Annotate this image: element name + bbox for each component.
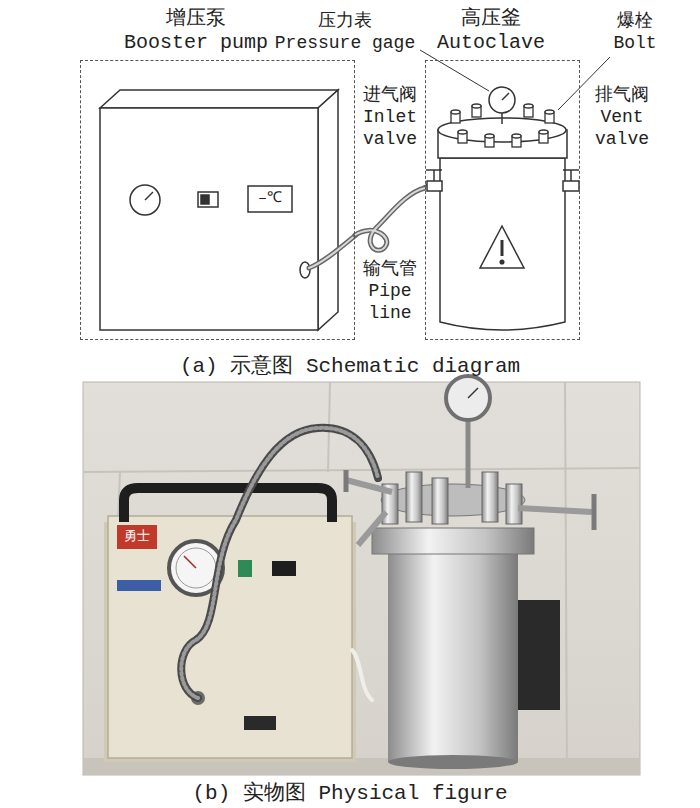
- part-label: 输气管 Pipe line: [358, 258, 422, 324]
- photo-autoclave: [446, 376, 490, 420]
- photo-autoclave: [346, 376, 594, 769]
- photo-pump: [176, 548, 216, 588]
- inlet-valve: [426, 170, 442, 191]
- figure-caption: (b) 实物图 Physical figure: [192, 781, 507, 807]
- photo-autoclave: [381, 484, 525, 516]
- photo-hose: [181, 428, 378, 698]
- pump-gauge: [145, 192, 153, 200]
- bolt: [524, 104, 533, 108]
- pump-gauge: [130, 185, 160, 215]
- photo-autoclave: [482, 472, 498, 522]
- warning-sign: [500, 260, 504, 264]
- pump-switch: [201, 195, 209, 204]
- brand-label: 勇士: [117, 527, 157, 547]
- photo-autoclave: [506, 484, 522, 524]
- photo-background: [83, 468, 640, 472]
- autoclave-region: 高压釜 Autoclave: [425, 60, 580, 340]
- photo-autoclave: [432, 478, 448, 524]
- pump-switch: [198, 192, 218, 207]
- part-label: 排气阀 Vent valve: [590, 84, 654, 150]
- photo-pump: [272, 561, 296, 576]
- bolt: [485, 134, 494, 138]
- photo-autoclave: [466, 420, 471, 488]
- display-reading: –℃: [250, 188, 290, 210]
- photo-hose: [181, 428, 378, 700]
- photo-autoclave: [372, 528, 534, 554]
- photo-background: [565, 382, 567, 775]
- photo-pump: [184, 556, 196, 568]
- part-label: 进气阀 Inlet valve: [358, 84, 422, 150]
- pressure-gauge: [501, 113, 503, 124]
- pipe-line: [309, 186, 428, 268]
- pipe-connector: [355, 188, 425, 250]
- part-label: 爆栓 Bolt: [607, 10, 663, 54]
- vent-valve: [570, 170, 572, 181]
- figure-caption: (a) 示意图 Schematic diagram: [180, 354, 520, 380]
- pipe-connector: [355, 188, 425, 250]
- inlet-valve: [433, 170, 435, 181]
- pressure-gauge: [502, 93, 509, 100]
- warning-sign: [480, 226, 524, 268]
- photo-autoclave: [592, 494, 597, 530]
- autoclave-body: [438, 118, 567, 330]
- photo-autoclave: [388, 548, 518, 762]
- pump-body: [100, 90, 338, 108]
- bolt: [545, 110, 554, 114]
- part-label: 压力表 Pressure gage: [273, 10, 418, 54]
- pipe-line: [309, 235, 356, 268]
- pump-region: 增压泵 Booster pump: [80, 60, 355, 340]
- bolt: [458, 130, 467, 134]
- bolt: [539, 130, 548, 134]
- pipe-connector: [355, 188, 425, 250]
- vent-valve: [563, 169, 579, 171]
- photo-pump: [117, 580, 161, 591]
- vent-valve: [563, 170, 579, 191]
- photo-background: [83, 382, 640, 775]
- pump-body: [100, 90, 338, 330]
- photo-hose: [181, 428, 378, 698]
- pipe-line: [309, 235, 356, 268]
- photo-pump: [124, 488, 332, 522]
- bolt: [451, 110, 460, 114]
- leader-line: [420, 50, 610, 110]
- pump-body: [100, 108, 318, 330]
- photo-autoclave: [406, 472, 422, 522]
- region-heading: 增压泵 Booster pump: [121, 7, 271, 55]
- warning-sign: [501, 240, 504, 256]
- pump-body: [318, 90, 338, 330]
- photo-hose: [352, 650, 372, 700]
- bolt: [451, 104, 554, 147]
- photo-pump: [108, 516, 352, 758]
- photo-pump: [117, 525, 157, 549]
- photo-autoclave: [346, 480, 392, 492]
- photo-autoclave: [344, 470, 349, 492]
- photo-autoclave: [388, 755, 518, 769]
- photo-background: [83, 382, 640, 775]
- temperature-display: [248, 186, 292, 212]
- inlet-valve: [426, 169, 442, 171]
- photo-pump: [244, 716, 276, 730]
- pressure-gauge: [489, 87, 515, 113]
- bolt: [512, 134, 521, 138]
- autoclave-body: [440, 158, 565, 330]
- inlet-valve: [427, 181, 442, 191]
- leader-line: [420, 50, 489, 91]
- photo-autoclave: [518, 508, 592, 512]
- photo-autoclave: [358, 512, 386, 545]
- photo-background: [83, 382, 640, 775]
- pressure-gauge: [489, 87, 515, 124]
- photo-autoclave: [468, 388, 478, 398]
- bolt: [472, 104, 481, 108]
- region-heading: 高压釜 Autoclave: [431, 7, 551, 55]
- warning-sign: [480, 226, 524, 268]
- pump-gauge: [130, 185, 160, 215]
- photo-pump: [238, 560, 252, 577]
- pump-switch: [198, 192, 218, 207]
- vent-valve: [563, 181, 579, 191]
